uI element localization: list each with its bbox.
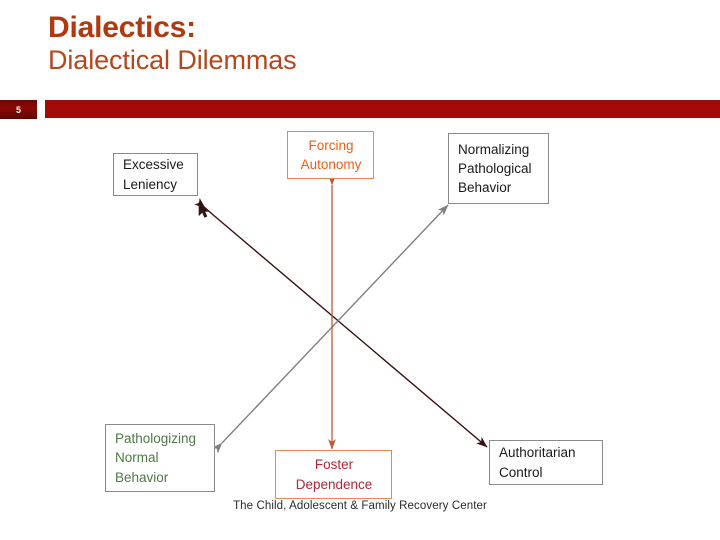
node-line: Pathological	[458, 160, 532, 176]
node-line: Autonomy	[300, 157, 362, 172]
page-title: Dialectics: Dialectical Dilemmas	[48, 11, 688, 76]
node-forcing-autonomy[interactable]: Forcing Autonomy	[287, 131, 374, 179]
footer-organization-name: The Child, Adolescent & Family Recovery …	[233, 500, 487, 512]
node-line: Pathologizing	[115, 431, 197, 447]
header-accent-bar	[45, 100, 720, 118]
page-title-line-1: Dialectics:	[48, 11, 196, 44]
node-line: Forcing	[308, 137, 354, 153]
node-line: Authoritarian	[499, 445, 576, 461]
mouse-pointer-icon	[198, 201, 210, 218]
connector-pathologizing-normalizing	[211, 204, 449, 454]
node-line: Behavior	[115, 469, 169, 485]
node-foster-dependence[interactable]: Foster Dependence	[275, 450, 392, 499]
slide-number-badge: 5	[0, 100, 37, 119]
node-line: Control	[499, 464, 543, 480]
node-line: Leniency	[123, 176, 178, 192]
node-line: Excessive	[123, 157, 184, 173]
node-line: Foster	[314, 457, 354, 473]
node-authoritarian-control[interactable]: Authoritarian Control	[489, 440, 603, 485]
page-title-line-2: Dialectical Dilemmas	[48, 45, 297, 76]
node-normalizing-pathological-behavior[interactable]: Normalizing Pathological Behavior	[448, 133, 549, 204]
node-line: Normalizing	[458, 141, 530, 157]
node-line: Behavior	[458, 180, 512, 196]
connector-leniency-authoritarian	[194, 197, 488, 448]
node-pathologizing-normal-behavior[interactable]: Pathologizing Normal Behavior	[105, 424, 215, 492]
node-line: Normal	[115, 450, 159, 466]
node-line: Dependence	[295, 476, 373, 492]
node-excessive-leniency[interactable]: Excessive Leniency	[113, 153, 198, 196]
